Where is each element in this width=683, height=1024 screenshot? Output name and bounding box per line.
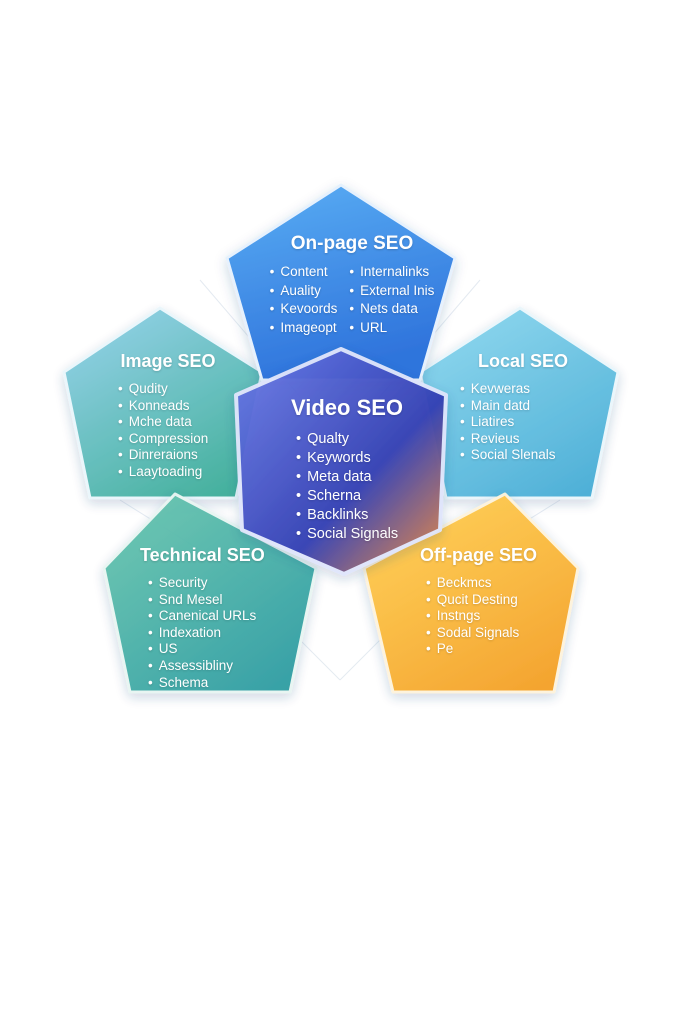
- technical-seo-panel: Technical SEO Security Snd Mesel Canenic…: [140, 545, 300, 691]
- image-seo-item: Qudity: [118, 381, 238, 398]
- technical-seo-item: Snd Mesel: [148, 592, 300, 609]
- onpage-seo-item: Kevoords: [270, 300, 337, 319]
- offpage-seo-list: Beckmcs Qucit Desting Instngs Sodal Sign…: [420, 575, 570, 658]
- video-seo-list: Qualty Keywords Meta data Scherna Backli…: [272, 430, 422, 544]
- image-seo-item: Laaytoading: [118, 464, 238, 481]
- video-seo-item: Social Signals: [296, 525, 422, 544]
- onpage-seo-item: Imageopt: [270, 319, 338, 338]
- local-seo-list: Kevweras Main datd Liatires Revieus Soci…: [460, 381, 590, 464]
- technical-seo-item: US: [148, 641, 300, 658]
- local-seo-item: Social Slenals: [460, 447, 590, 464]
- video-seo-item: Keywords: [296, 449, 422, 468]
- image-seo-list: Qudity Konneads Mche data Compression Di…: [98, 381, 238, 481]
- onpage-seo-list-right: Internalinks External Inis Nets data URL: [349, 263, 434, 337]
- image-seo-item: Compression: [118, 431, 238, 448]
- offpage-seo-item: Pe: [426, 641, 570, 658]
- technical-seo-item: Canenical URLs: [148, 608, 300, 625]
- offpage-seo-item: Instngs: [426, 608, 570, 625]
- offpage-seo-item: Sodal Signals: [426, 625, 570, 642]
- technical-seo-item: Security: [148, 575, 300, 592]
- onpage-seo-item: Internalinks: [349, 263, 434, 282]
- local-seo-item: Revieus: [460, 431, 590, 448]
- image-seo-panel: Image SEO Qudity Konneads Mche data Comp…: [98, 351, 238, 481]
- image-seo-item: Konneads: [118, 398, 238, 415]
- onpage-seo-list-left: Content Auality Kevoords Imageopt: [270, 263, 338, 338]
- image-seo-item: Mche data: [118, 414, 238, 431]
- image-seo-item: Dinreraions: [118, 447, 238, 464]
- onpage-seo-item: Auality: [270, 282, 338, 301]
- video-seo-item: Scherna: [296, 487, 422, 506]
- video-seo-item: Backlinks: [296, 506, 422, 525]
- technical-seo-item: Schema: [148, 675, 300, 692]
- offpage-seo-panel: Off-page SEO Beckmcs Qucit Desting Instn…: [420, 545, 570, 658]
- video-seo-item: Meta data: [296, 468, 422, 487]
- offpage-seo-item: Beckmcs: [426, 575, 570, 592]
- technical-seo-item: Indexation: [148, 625, 300, 642]
- onpage-seo-title: On-page SEO: [290, 233, 414, 254]
- offpage-seo-title: Off-page SEO: [420, 545, 538, 565]
- offpage-seo-item: Qucit Desting: [426, 592, 570, 609]
- local-seo-item: Main datd: [460, 398, 590, 415]
- video-seo-item: Qualty: [296, 430, 422, 449]
- image-seo-title: Image SEO: [120, 351, 216, 371]
- video-seo-panel: Video SEO Qualty Keywords Meta data Sche…: [272, 395, 422, 544]
- local-seo-item: Kevweras: [460, 381, 590, 398]
- onpage-seo-panel: On-page SEO Content Auality Kevoords Ima…: [262, 233, 442, 337]
- local-seo-item: Liatires: [460, 414, 590, 431]
- technical-seo-list: Security Snd Mesel Canenical URLs Indexa…: [140, 575, 300, 691]
- onpage-seo-item: External Inis: [349, 282, 434, 301]
- onpage-seo-item: Content: [270, 263, 338, 282]
- video-seo-title: Video SEO: [290, 395, 404, 420]
- onpage-seo-item: Nets data: [349, 300, 434, 319]
- onpage-seo-item: URL: [349, 319, 434, 338]
- local-seo-title: Local SEO: [478, 351, 569, 371]
- local-seo-panel: Local SEO Kevweras Main datd Liatires Re…: [460, 351, 590, 464]
- technical-seo-title: Technical SEO: [140, 545, 265, 565]
- technical-seo-item: Assessibliny: [148, 658, 300, 675]
